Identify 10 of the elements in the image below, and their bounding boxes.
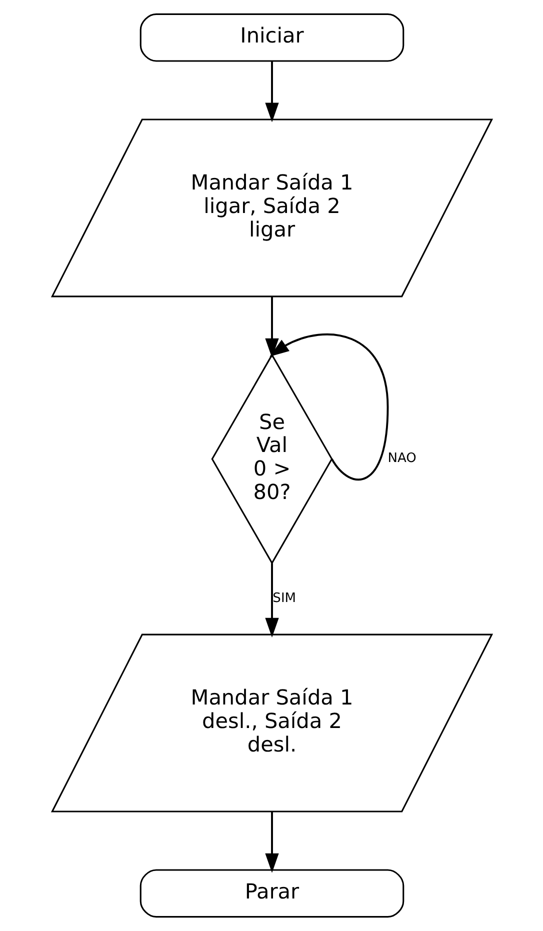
edge-label: SIM — [272, 591, 296, 606]
edge-label: NAO — [387, 451, 416, 466]
arrow — [264, 563, 278, 638]
arrow — [264, 812, 278, 873]
arrow — [264, 296, 278, 358]
arrow — [264, 61, 278, 122]
node-diamond: Se Val 0 > 80? — [210, 353, 332, 565]
arrow — [269, 333, 388, 480]
node-box: Parar — [139, 869, 404, 918]
node-box: Iniciar — [139, 13, 404, 62]
